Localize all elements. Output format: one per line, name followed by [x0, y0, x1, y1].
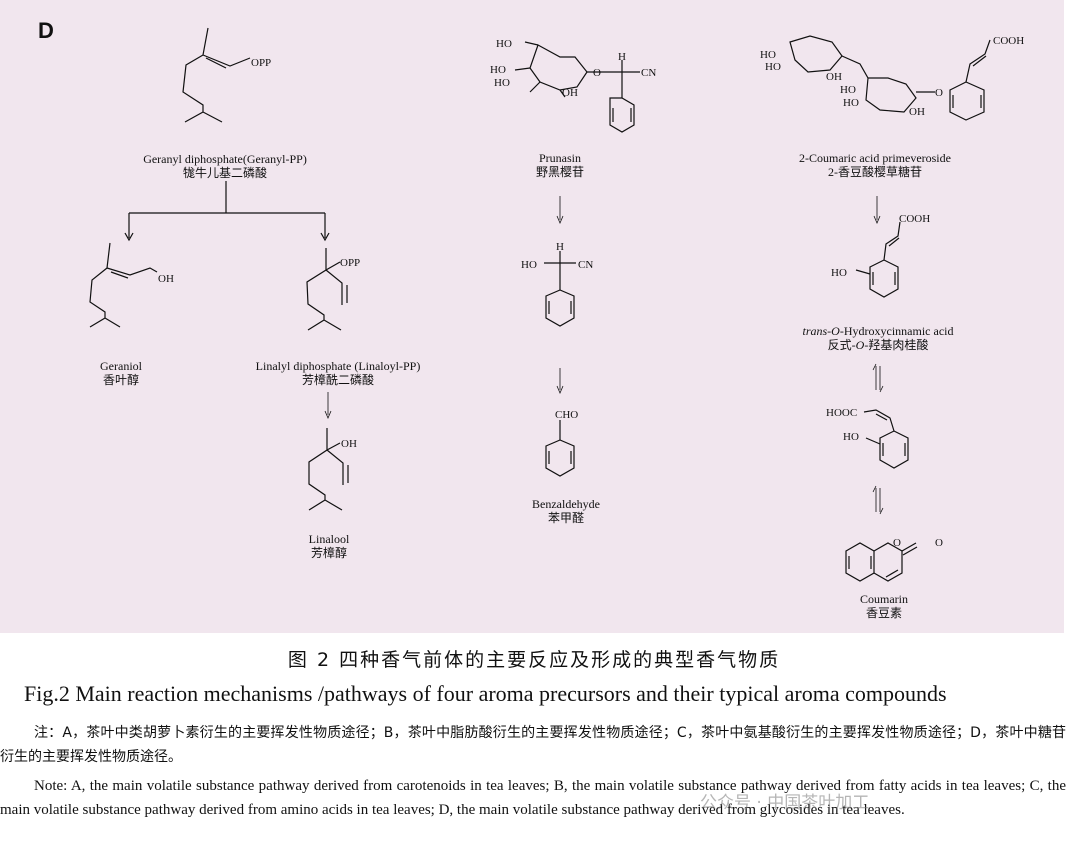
- linalyl-pp-structure: OPP: [306, 248, 360, 331]
- prunasin-structure: HO HO HO OH O H CN: [490, 38, 656, 133]
- label-linalyl-pp-cn: 芳樟酰二磷酸: [301, 373, 374, 387]
- label-geranyl-pp-en: Geranyl diphosphate(Geranyl-PP): [143, 152, 307, 166]
- atom-o-1: O: [593, 67, 601, 79]
- label-linalool: Linalool 芳樟醇: [309, 532, 350, 560]
- atom-oh-3: OH: [562, 87, 578, 99]
- label-geraniol: Geraniol 香叶醇: [100, 359, 142, 387]
- label-linalyl-pp: Linalyl diphosphate (Linaloyl-PP) 芳樟酰二磷酸: [256, 359, 421, 387]
- atom-oh-5: OH: [909, 106, 925, 118]
- atom-ho-5: HO: [760, 49, 776, 61]
- atom-oh-4: OH: [826, 71, 842, 83]
- geranyl-pp-structure: OPP: [182, 27, 271, 123]
- caption-chinese: 图 2 四种香气前体的主要反应及形成的典型香气物质: [287, 649, 781, 671]
- label-geranyl-pp-cn: 牻牛儿基二磷酸: [182, 166, 267, 180]
- figure-panel: D OPP OH OPP: [0, 0, 1064, 633]
- label-hydroxycinnamic-cn-i: O: [855, 338, 865, 352]
- label-primeveroside: 2-Coumaric acid primeveroside 2-香豆酸樱草糖苷: [799, 151, 951, 179]
- label-benzaldehyde-en: Benzaldehyde: [532, 497, 600, 511]
- atom-ho-9: HO: [831, 267, 847, 279]
- equilibrium-2: [872, 485, 884, 515]
- label-linalool-en: Linalool: [308, 532, 350, 546]
- atom-cooh-2: COOH: [899, 213, 930, 225]
- geraniol-structure: OH: [89, 242, 174, 328]
- atom-cooh-1: COOH: [993, 35, 1024, 47]
- label-benzaldehyde: Benzaldehyde 苯甲醛: [532, 497, 600, 525]
- atom-h-2: H: [556, 241, 564, 253]
- coumarin-structure: O O: [845, 537, 943, 582]
- label-hydroxycinnamic-en-italic: trans-O-: [802, 324, 844, 338]
- label-coumarin-cn: 香豆素: [865, 606, 902, 620]
- label-benzaldehyde-cn: 苯甲醛: [547, 511, 584, 525]
- arrow-prunasin: [556, 196, 564, 225]
- branch-lines: [128, 181, 326, 238]
- benzaldehyde-structure: CHO: [545, 409, 578, 477]
- label-geraniol-en: Geraniol: [100, 359, 142, 373]
- atom-ho-2: HO: [490, 64, 506, 76]
- mandelonitrile-structure: HO H CN: [521, 241, 593, 327]
- primeveroside-structure: HO HO OH HO HO OH O COOH: [760, 35, 1024, 121]
- linalool-structure: OH: [308, 428, 357, 511]
- atom-opp-2: OPP: [340, 257, 360, 269]
- note-english: Note: A, the main volatile substance pat…: [0, 778, 1066, 818]
- label-geraniol-cn: 香叶醇: [102, 373, 140, 387]
- label-prunasin: Prunasin 野黑樱苷: [536, 151, 584, 179]
- atom-hooc: HOOC: [826, 407, 857, 419]
- label-primeveroside-cn: 2-香豆酸樱草糖苷: [827, 165, 922, 179]
- arrow-primeveroside: [873, 196, 881, 225]
- atom-ho-8: HO: [843, 97, 859, 109]
- atom-ho-4: HO: [521, 259, 537, 271]
- label-hydroxycinnamic-cn-b: -羟基肉桂酸: [864, 338, 929, 352]
- atom-cn-1: CN: [641, 67, 656, 79]
- label-linalool-cn: 芳樟醇: [310, 546, 348, 560]
- atom-ho-7: HO: [840, 84, 856, 96]
- label-coumarin: Coumarin 香豆素: [860, 592, 908, 620]
- panel-letter: D: [38, 18, 54, 43]
- atom-oh-1: OH: [158, 273, 174, 285]
- structures-svg: OPP OH OPP OH: [89, 27, 1024, 582]
- label-prunasin-cn: 野黑樱苷: [535, 165, 585, 179]
- atom-ho-10: HO: [843, 431, 859, 443]
- watermark: 公众号 · 中国茶叶加工: [700, 793, 870, 813]
- cis-hydroxycinnamic-structure: HOOC HO: [826, 407, 909, 469]
- caption-english: Fig.2 Main reaction mechanisms /pathways…: [24, 681, 947, 706]
- atom-o-4: O: [935, 537, 943, 549]
- label-prunasin-en: Prunasin: [538, 151, 581, 165]
- atom-o-2: O: [935, 87, 943, 99]
- atom-ho-1: HO: [496, 38, 512, 50]
- atom-h-1: H: [618, 51, 626, 63]
- equilibrium-1: [872, 363, 884, 393]
- note-chinese: 注：A，茶叶中类胡萝卜素衍生的主要挥发性物质途径；B，茶叶中脂肪酸衍生的主要挥发…: [0, 725, 1066, 765]
- arrow-linalool: [324, 392, 332, 420]
- label-linalyl-pp-en: Linalyl diphosphate (Linaloyl-PP): [255, 359, 421, 373]
- atom-cho: CHO: [555, 409, 578, 421]
- atom-oh-2: OH: [341, 438, 357, 450]
- atom-ho-6: HO: [765, 61, 781, 73]
- label-hydroxycinnamic-en: trans-O-Hydroxycinnamic acid: [803, 324, 954, 338]
- label-hydroxycinnamic-en-rest: Hydroxycinnamic acid: [843, 324, 954, 338]
- label-primeveroside-en: 2-Coumaric acid primeveroside: [799, 151, 951, 165]
- atom-o-3: O: [893, 537, 901, 549]
- label-hydroxycinnamic: trans-O-Hydroxycinnamic acid 反式-O-羟基肉桂酸: [803, 324, 954, 352]
- trans-hydroxycinnamic-structure: HO COOH: [831, 213, 930, 298]
- label-geranyl-pp: Geranyl diphosphate(Geranyl-PP) 牻牛儿基二磷酸: [143, 152, 307, 180]
- atom-ho-3: HO: [494, 77, 510, 89]
- atom-opp-1: OPP: [251, 57, 271, 69]
- branch-arrowheads: [124, 232, 330, 242]
- label-hydroxycinnamic-cn-a: 反式-: [827, 338, 856, 352]
- arrow-mandelonitrile: [556, 368, 564, 395]
- label-coumarin-en: Coumarin: [860, 592, 908, 606]
- atom-cn-2: CN: [578, 259, 593, 271]
- label-hydroxycinnamic-cn: 反式-O-羟基肉桂酸: [803, 338, 954, 352]
